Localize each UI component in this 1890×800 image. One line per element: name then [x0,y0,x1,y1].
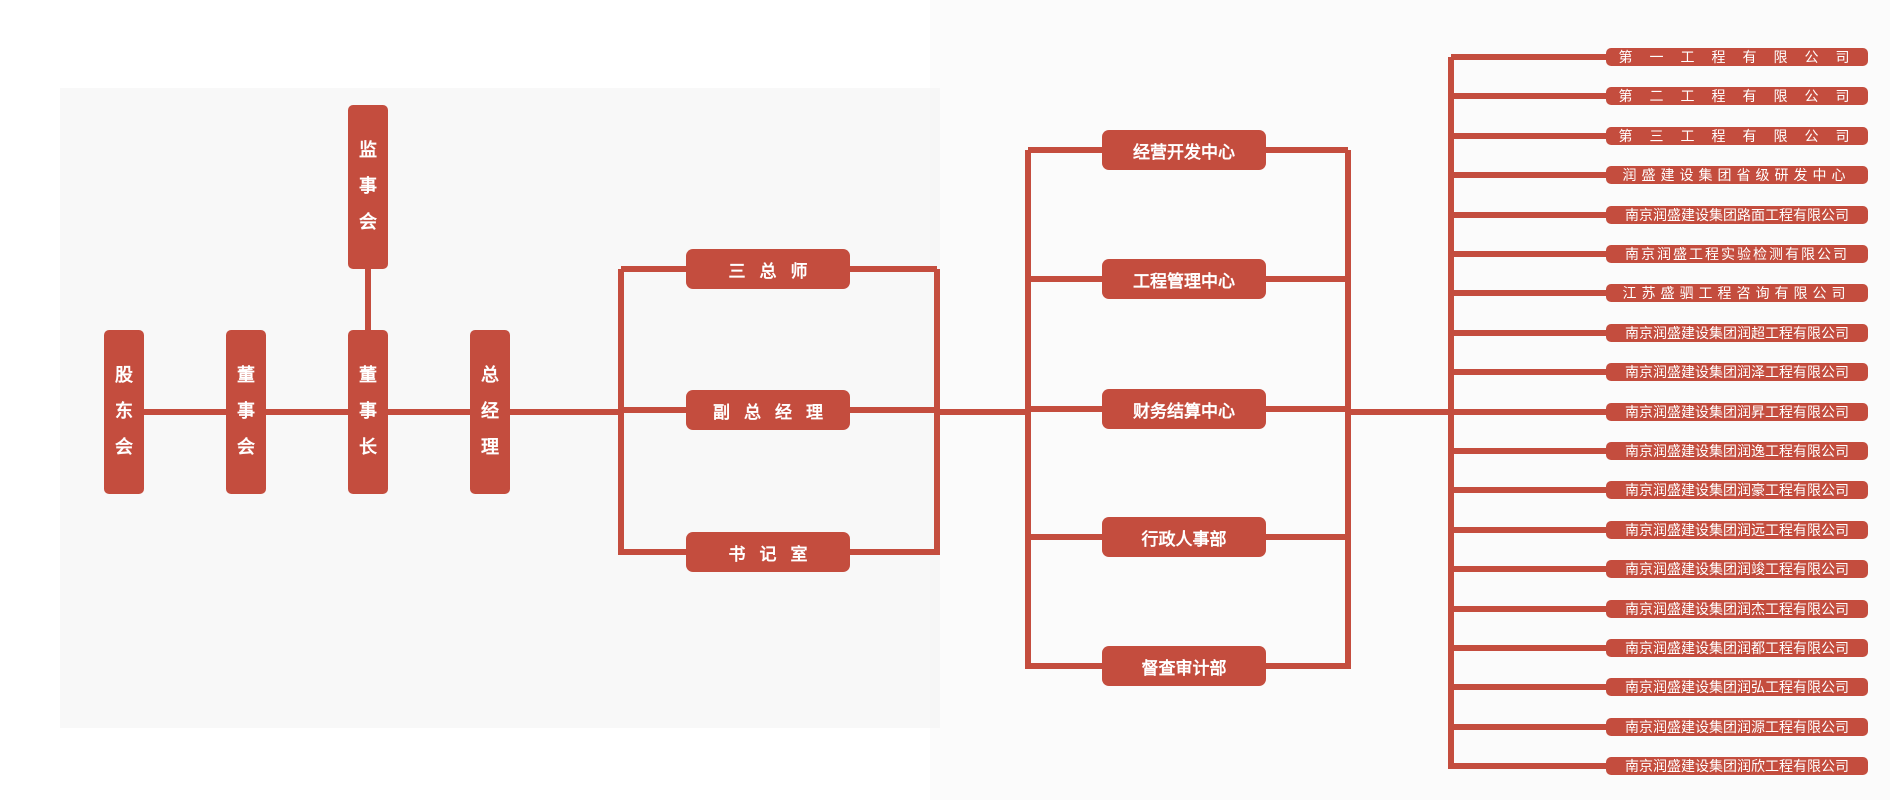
company-node: 第二工程有限公司 [1606,87,1868,105]
connector-line [1451,487,1610,493]
company-node: 南京润盛工程实验检测有限公司 [1606,245,1868,263]
connector-line [124,409,490,415]
company-node: 第一工程有限公司 [1606,48,1868,66]
connector-line [365,269,371,333]
center-node: 工程管理中心 [1102,259,1266,299]
connector-line [1451,448,1610,454]
connector-line [1451,645,1610,651]
node-shareholders: 股东会 [104,330,144,494]
company-node: 润盛建设集团省级研发中心 [1606,166,1868,184]
company-node: 南京润盛建设集团润泽工程有限公司 [1606,363,1868,381]
connector-line [937,409,1028,415]
connector-line [1451,251,1610,257]
company-node: 南京润盛建设集团润豪工程有限公司 [1606,481,1868,499]
company-node: 南京润盛建设集团润欣工程有限公司 [1606,757,1868,775]
company-node: 南京润盛建设集团润杰工程有限公司 [1606,600,1868,618]
connector-line [1451,606,1610,612]
company-node: 南京润盛建设集团路面工程有限公司 [1606,206,1868,224]
center-node: 经营开发中心 [1102,130,1266,170]
node-board: 董事会 [226,330,266,494]
node-general-manager: 总经理 [470,330,510,494]
company-node: 江苏盛驷工程咨询有限公司 [1606,284,1868,302]
executive-node: 副总经理 [686,390,850,430]
connector-line [1348,409,1451,415]
center-node: 督查审计部 [1102,646,1266,686]
center-node: 行政人事部 [1102,517,1266,557]
company-node: 南京润盛建设集团润竣工程有限公司 [1606,560,1868,578]
executive-node: 书记室 [686,532,850,572]
executive-node: 三总师 [686,249,850,289]
company-node: 南京润盛建设集团润源工程有限公司 [1606,718,1868,736]
company-node: 南京润盛建设集团润都工程有限公司 [1606,639,1868,657]
connector-line [1451,290,1610,296]
center-node: 财务结算中心 [1102,389,1266,429]
company-node: 南京润盛建设集团润逸工程有限公司 [1606,442,1868,460]
connector-line [1451,212,1610,218]
node-supervisors: 监事会 [348,105,388,269]
connector-line [1451,330,1610,336]
connector-line [1451,527,1610,533]
connector-line [1451,684,1610,690]
node-chairman: 董事长 [348,330,388,494]
connector-line [1451,172,1610,178]
connector-line [1451,409,1610,415]
connector-line [1451,566,1610,572]
company-node: 南京润盛建设集团润昇工程有限公司 [1606,403,1868,421]
company-node: 南京润盛建设集团润弘工程有限公司 [1606,678,1868,696]
connector-line [1451,763,1610,769]
company-node: 第三工程有限公司 [1606,127,1868,145]
connector-line [1451,93,1610,99]
connector-line [1451,133,1610,139]
connector-line [490,409,621,415]
connector-line [1451,54,1610,60]
company-node: 南京润盛建设集团润远工程有限公司 [1606,521,1868,539]
connector-line [1451,724,1610,730]
connector-line [1451,369,1610,375]
company-node: 南京润盛建设集团润超工程有限公司 [1606,324,1868,342]
